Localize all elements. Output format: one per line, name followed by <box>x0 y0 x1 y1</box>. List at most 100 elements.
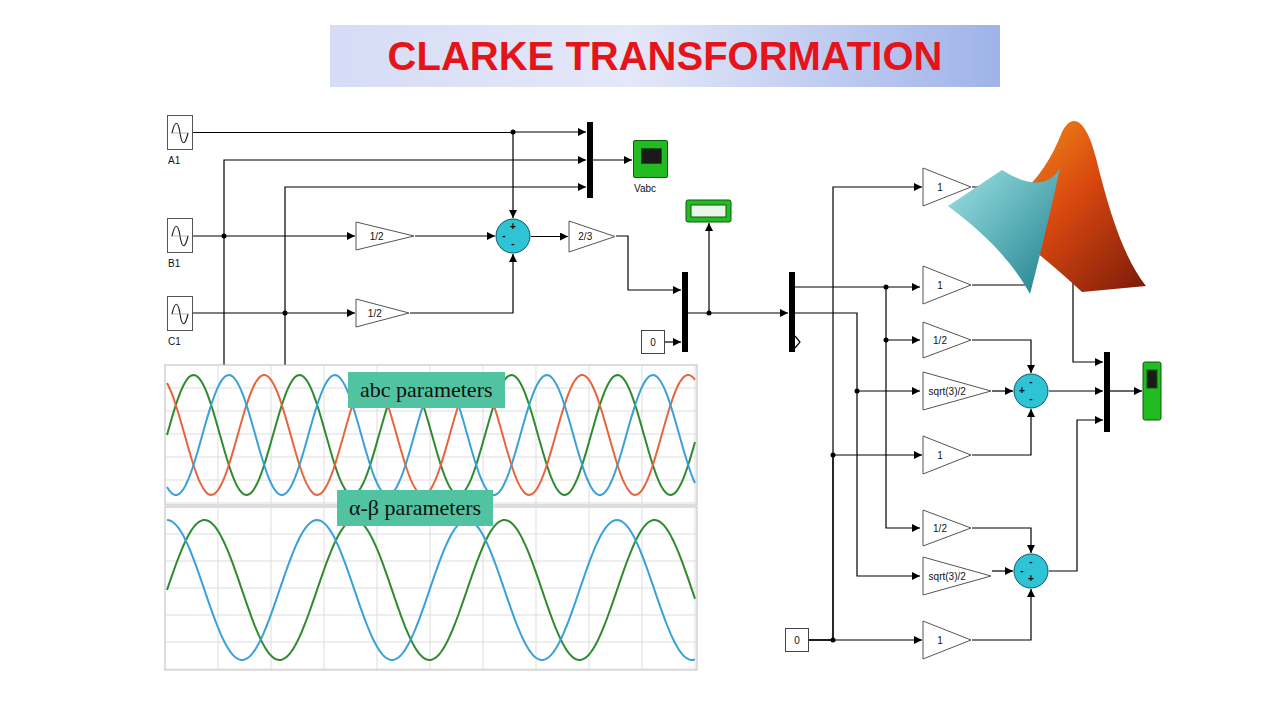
wire <box>1110 390 1142 391</box>
node-sum: +-- <box>495 218 531 254</box>
signal-connector <box>972 409 1031 455</box>
mux-bar <box>1104 352 1110 432</box>
sine-icon <box>168 116 192 149</box>
gain-outline <box>923 372 991 410</box>
gain-outline <box>923 557 991 595</box>
node-tag: abc parameters <box>348 372 505 408</box>
mux-bar <box>682 272 688 352</box>
gain-triangle <box>922 509 972 547</box>
gain-triangle <box>355 298 410 328</box>
wire <box>972 284 1025 285</box>
wire <box>795 313 920 391</box>
signal-connector <box>992 390 1013 391</box>
sum-sign: + <box>1019 386 1025 396</box>
gain-triangle <box>922 167 972 207</box>
wire <box>285 187 586 313</box>
node-gain: 1/2 <box>355 298 410 328</box>
wire <box>593 159 632 160</box>
grid-line <box>166 457 696 458</box>
constant-value: 0 <box>650 337 656 348</box>
waveform <box>167 375 695 495</box>
signal-connector <box>809 187 922 640</box>
wire <box>284 313 285 372</box>
signal-connector <box>972 340 1031 373</box>
signal-connector <box>193 235 355 236</box>
grid-line <box>166 561 696 562</box>
gain-triangle <box>922 321 972 359</box>
gain-triangle <box>355 221 415 251</box>
grid-line <box>166 642 696 643</box>
signal-connector <box>809 455 922 640</box>
grid-line <box>166 480 696 481</box>
display-block <box>686 200 731 222</box>
wire <box>1049 420 1103 571</box>
node-const: 0 <box>785 628 809 652</box>
source-label: C1 <box>168 336 181 347</box>
node-gain: 1/2 <box>355 221 415 251</box>
gain-triangle <box>922 620 972 660</box>
node-gain: 1/2 <box>922 321 972 359</box>
signal-connector <box>531 236 568 237</box>
node-gain: sqrt(3)/2 <box>922 371 992 411</box>
wire <box>857 391 920 576</box>
node-const: 0 <box>641 330 665 354</box>
sum-sign: - <box>1029 377 1032 387</box>
sum-outline <box>1014 374 1048 408</box>
gain-outline <box>923 436 971 474</box>
constant-value: 0 <box>794 635 800 646</box>
scope-block <box>1143 362 1161 420</box>
scope-screen <box>641 148 662 164</box>
sum-sign: - <box>1029 557 1032 567</box>
wire <box>886 340 920 528</box>
wire <box>616 236 681 290</box>
signal-connector <box>972 528 1031 553</box>
node-sum: -+- <box>1013 373 1049 409</box>
gain-value: sqrt(3)/2 <box>929 386 966 397</box>
signal-connector <box>415 235 495 236</box>
gain-outline <box>923 621 971 659</box>
sum-sign: - <box>511 239 514 249</box>
gain-value: 1 <box>937 450 943 461</box>
node-gain: 1 <box>922 167 972 207</box>
gain-triangle <box>922 265 972 305</box>
wire <box>1049 390 1103 391</box>
gain-value: 1/2 <box>933 335 947 346</box>
node-gain: 1 <box>922 620 972 660</box>
plot-grid <box>166 366 696 669</box>
wire <box>224 160 586 236</box>
grid-line <box>166 534 696 535</box>
gain-value: 1/2 <box>370 231 384 242</box>
source-label: B1 <box>168 258 180 269</box>
node-gain: 2/3 <box>568 220 616 253</box>
junction-dot <box>884 338 889 343</box>
plot-caption: α-β parameters <box>349 495 481 521</box>
wire <box>688 312 788 313</box>
demux-bar <box>789 272 795 352</box>
gain-value: 1/2 <box>933 523 947 534</box>
wire <box>513 131 586 132</box>
sum-outline <box>496 219 530 253</box>
gain-outline <box>356 299 409 327</box>
sine-curve <box>172 304 188 324</box>
abc-plot-panel <box>165 365 697 505</box>
scope-screen <box>1147 370 1157 388</box>
grid-line <box>695 366 696 504</box>
gain-outline <box>923 322 971 358</box>
sum-sign: - <box>502 231 505 241</box>
waveform <box>167 520 695 660</box>
wire <box>795 286 920 287</box>
demux-chevron <box>795 336 800 348</box>
signal-connector <box>992 570 1013 571</box>
waveform <box>167 520 695 660</box>
wire <box>665 341 681 342</box>
sum-sign: + <box>1028 574 1034 584</box>
title-band: CLARKE TRANSFORMATION <box>330 25 1000 87</box>
node-gain: 1/2 <box>922 509 972 547</box>
gain-outline <box>923 266 971 304</box>
sine-curve <box>172 123 188 143</box>
node-scope: Vabc <box>633 140 668 178</box>
gain-outline <box>923 168 971 206</box>
